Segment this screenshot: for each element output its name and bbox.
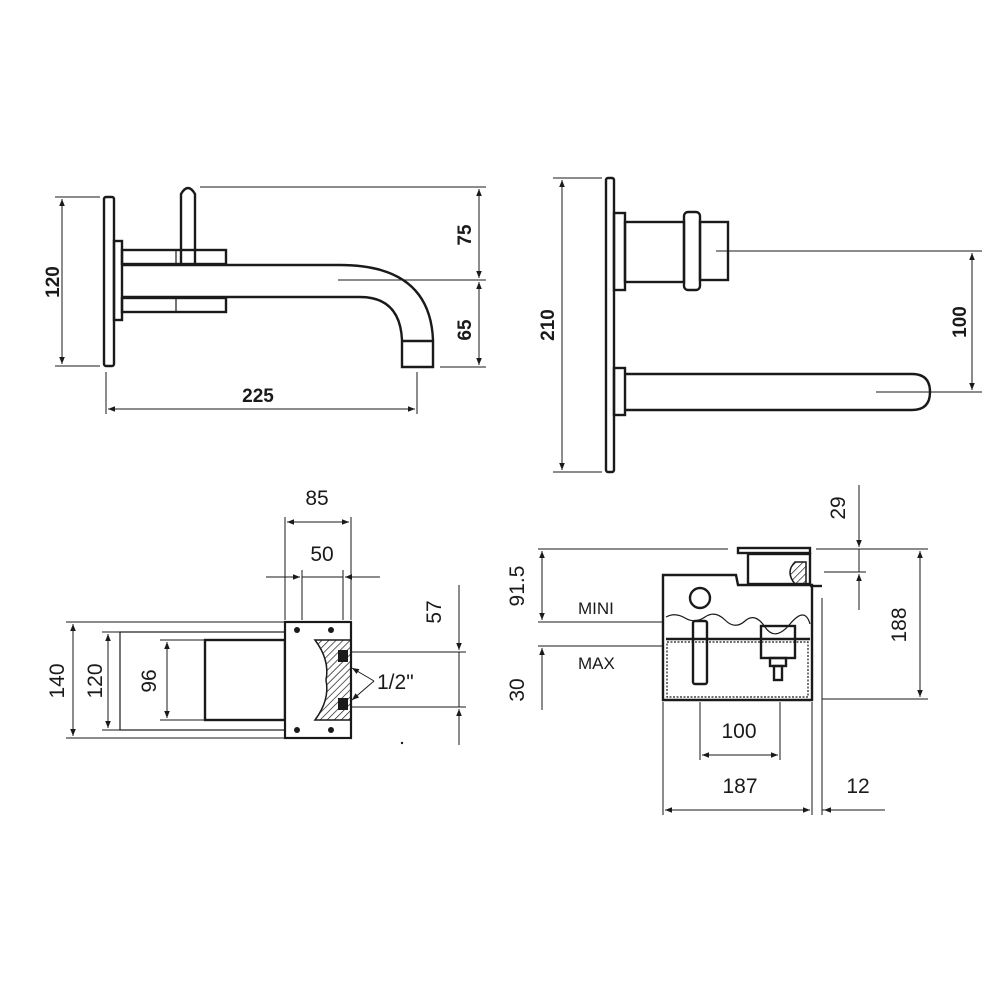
ring	[682, 210, 702, 292]
dim-50: 50	[310, 543, 333, 566]
dim-210: 210	[538, 309, 559, 341]
dim-188: 188	[888, 607, 911, 642]
port-circle	[688, 586, 712, 610]
dim-140: 140	[46, 663, 69, 698]
dim-57: 57	[423, 600, 446, 623]
box-body	[661, 573, 814, 702]
box-top-view: 85 50 140 120 96 1/2" 57	[46, 487, 466, 745]
body-lower	[120, 296, 228, 314]
dim-12: 12	[846, 775, 869, 798]
dim-120: 120	[43, 266, 64, 298]
dim-91-5: 91.5	[506, 566, 529, 607]
max-label: MAX	[578, 654, 615, 673]
body-upper	[120, 248, 228, 266]
dim-29: 29	[827, 496, 850, 519]
lever-handle	[179, 186, 197, 264]
upper-escutcheon	[612, 211, 627, 292]
dim-225: 225	[242, 386, 274, 407]
dim-96: 96	[138, 669, 161, 692]
body	[203, 638, 287, 722]
plate	[604, 176, 616, 474]
dim-100: 100	[950, 306, 971, 338]
mini-label: MINI	[578, 599, 614, 618]
top-cap	[736, 546, 812, 555]
front-view: 100 210	[538, 176, 982, 474]
dim-120: 120	[84, 663, 107, 698]
dim-100: 100	[721, 720, 756, 743]
dim-30: 30	[506, 678, 529, 701]
dim-75: 75	[455, 224, 476, 246]
side-view: 120 75 65 225	[43, 186, 486, 414]
pipe	[691, 619, 709, 686]
box-section-view: MINI MAX 91.5 30 29 188 100 187 12	[506, 485, 928, 815]
escutcheon	[112, 239, 124, 322]
dim-65: 65	[455, 319, 476, 341]
lower-escutcheon	[612, 366, 627, 417]
thread-label: 1/2"	[377, 671, 414, 694]
wall-plate	[102, 195, 116, 368]
cartridge-body	[623, 220, 686, 284]
dim-85: 85	[305, 487, 328, 510]
dim-187: 187	[722, 775, 757, 798]
